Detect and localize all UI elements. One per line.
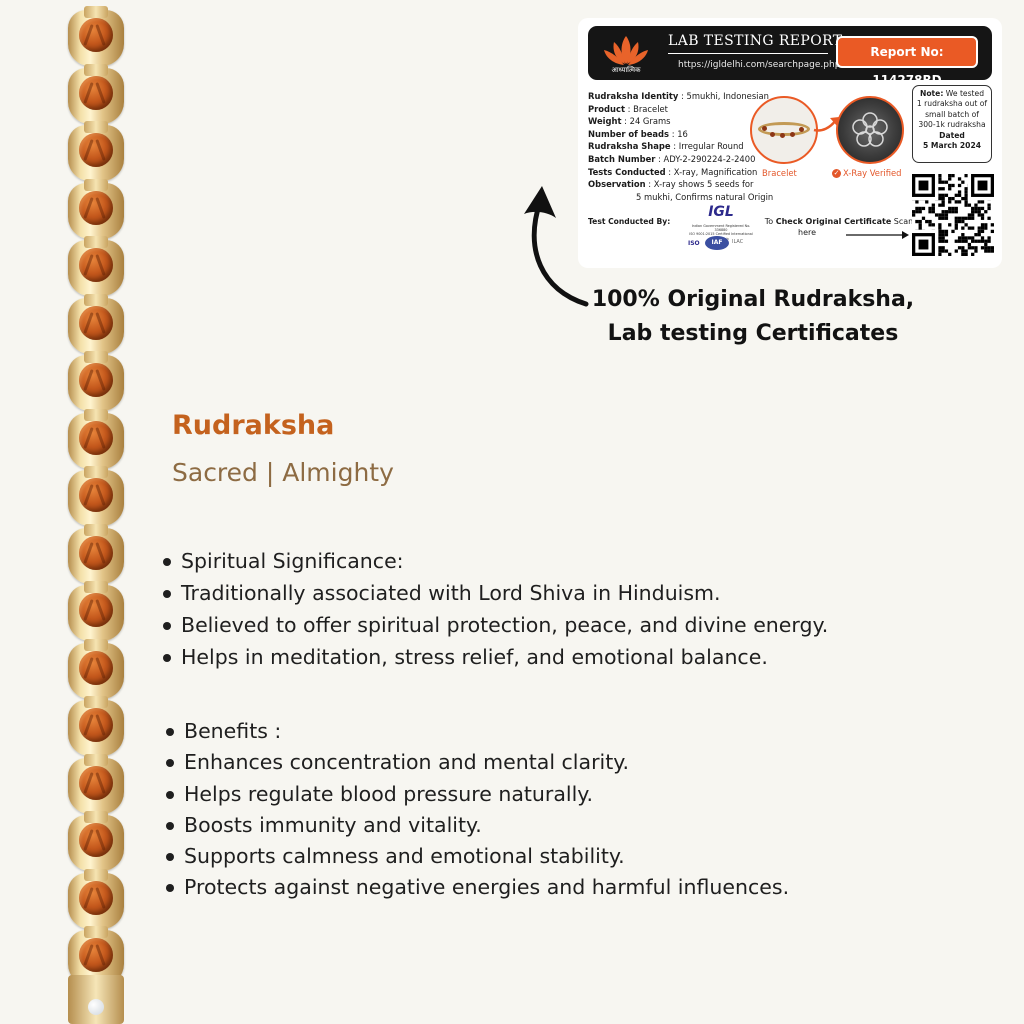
xray-caption: ✓X-Ray Verified (832, 168, 902, 178)
rudraksha-bead-icon (79, 708, 113, 742)
detail-row: Tests Conducted : X-ray, Magnification (588, 166, 758, 177)
check-certificate-text: To Check Original Certificate Scan here (764, 217, 914, 237)
rudraksha-bead-icon (79, 133, 113, 167)
rudraksha-bead-icon (79, 18, 113, 52)
bracelet-link (62, 63, 130, 124)
report-title: LAB TESTING REPORT (668, 33, 843, 49)
bracelet-link (62, 6, 130, 66)
curved-arrow-icon (524, 186, 589, 307)
rudraksha-bead-icon (79, 420, 113, 455)
rudraksha-bead-icon (79, 823, 113, 857)
lab-report-card: आध्यात्मिक LAB TESTING REPORT https://ig… (578, 18, 1002, 268)
bracelet-link (62, 351, 130, 411)
detail-row: Rudraksha Shape : Irregular Round (588, 141, 744, 152)
bracelet-link (62, 236, 130, 296)
benefit-item: Boosts immunity and vitality. (166, 810, 789, 841)
significance-item: Spiritual Significance: (163, 546, 828, 578)
benefits-list: Benefits :Enhances concentration and men… (166, 716, 789, 904)
verification-url[interactable]: https://igldelhi.com/searchpage.php (678, 60, 841, 70)
significance-item: Helps in meditation, stress relief, and … (163, 642, 828, 674)
bracelet-link (62, 638, 130, 699)
detail-row: Number of beads : 16 (588, 128, 688, 139)
bracelet-link (62, 466, 130, 526)
bracelet-caption: Bracelet (762, 168, 797, 178)
xray-image (836, 96, 904, 164)
rudraksha-bead-icon (79, 363, 113, 397)
product-subtitle: Sacred | Almighty (172, 458, 394, 487)
report-header: आध्यात्मिक LAB TESTING REPORT https://ig… (588, 26, 992, 87)
logo-text: आध्यात्मिक (611, 66, 641, 74)
bracelet-link (62, 696, 130, 756)
rudraksha-bead-icon (79, 880, 113, 915)
detail-row: Batch Number : ADY-2-290224-2-2400 (588, 153, 756, 164)
rudraksha-bead-icon (79, 650, 113, 685)
check-circle-icon: ✓ (832, 169, 841, 178)
detail-row: Product : Bracelet (588, 103, 668, 114)
bracelet-link (62, 523, 130, 584)
rudraksha-bead-icon (79, 305, 113, 340)
bracelet-clasp (68, 975, 124, 1024)
rudraksha-bead-icon (79, 75, 113, 110)
accreditation-badges: ISO IAF ILAC (688, 236, 754, 252)
rudraksha-bead-icon (79, 190, 113, 225)
bracelet-link (62, 753, 130, 814)
rudraksha-bead-icon (79, 248, 113, 282)
benefit-item: Helps regulate blood pressure naturally. (166, 779, 789, 810)
product-title: Rudraksha (172, 410, 335, 441)
title-divider (668, 53, 828, 54)
bracelet-link (62, 121, 130, 181)
bracelet-link (62, 178, 130, 239)
rudraksha-bead-icon (79, 478, 113, 512)
significance-item: Traditionally associated with Lord Shiva… (163, 578, 828, 610)
bracelet-link (62, 293, 130, 354)
lotus-logo-icon (604, 36, 648, 65)
arrow-right-icon (846, 231, 909, 239)
detail-row: Rudraksha Identity : 5mukhi, Indonesian (588, 91, 769, 101)
bracelet-link (62, 408, 130, 469)
certificate-caption: 100% Original Rudraksha, Lab testing Cer… (591, 287, 915, 346)
benefit-item: Benefits : (166, 716, 789, 747)
significance-item: Believed to offer spiritual protection, … (163, 610, 828, 642)
benefit-item: Enhances concentration and mental clarit… (166, 747, 789, 778)
bracelet-link (62, 581, 130, 641)
rudraksha-bracelet-image (62, 0, 130, 1024)
bracelet-link (62, 868, 130, 929)
rudraksha-bead-icon (79, 938, 113, 972)
bracelet-link (62, 811, 130, 871)
qr-code-icon[interactable] (912, 174, 994, 256)
significance-list: Spiritual Significance:Traditionally ass… (163, 546, 828, 674)
benefit-item: Protects against negative energies and h… (166, 872, 789, 903)
rudraksha-bead-icon (79, 765, 113, 800)
tested-by-label: Test Conducted By: (588, 217, 671, 226)
rudraksha-bead-icon (79, 593, 113, 627)
bracelet-photo (750, 96, 818, 164)
rudraksha-bead-icon (79, 535, 113, 570)
detail-row: Weight : 24 Grams (588, 116, 671, 127)
report-number-badge: Report No: 114278RD (836, 36, 978, 87)
benefit-item: Supports calmness and emotional stabilit… (166, 841, 789, 872)
batch-note: Note: We tested 1 rudraksha out of small… (912, 85, 992, 163)
